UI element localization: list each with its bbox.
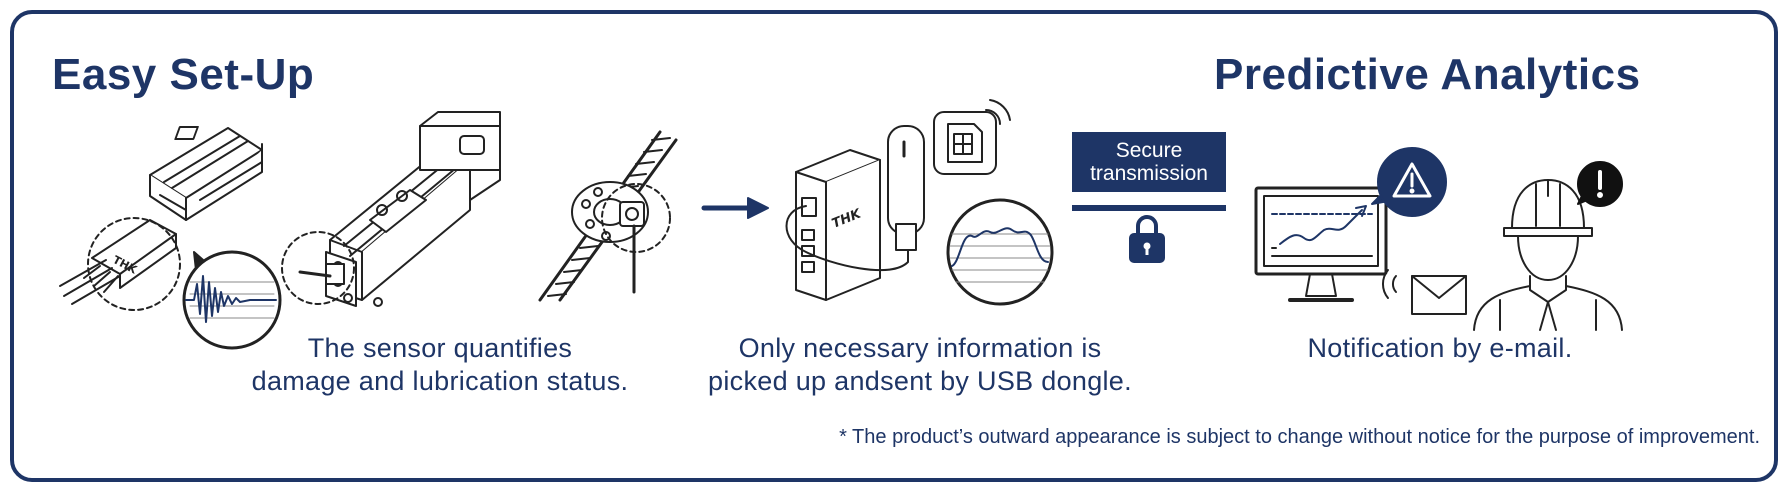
lock-icon <box>1129 215 1165 263</box>
usb-caption: Only necessary information is picked up … <box>690 332 1150 398</box>
secure-line1: Secure <box>1115 139 1183 162</box>
exclamation-icon <box>1577 161 1623 207</box>
arrow-right-icon <box>701 197 769 219</box>
sensor-caption: The sensor quantifies damage and lubrica… <box>210 332 670 398</box>
engineer-icon <box>1473 179 1623 331</box>
secure-line2: transmission <box>1090 162 1208 185</box>
warning-icon <box>1371 147 1447 217</box>
envelope-icon <box>1381 269 1467 315</box>
usb-dongle-icon <box>887 125 925 251</box>
linear-guide-icon: THK <box>59 126 263 311</box>
transmission-line <box>1072 205 1226 211</box>
signal-graph-icon <box>946 198 1054 306</box>
email-caption: Notification by e-mail. <box>1307 333 1573 363</box>
controller-box-icon: THK <box>785 149 909 301</box>
predictive-analytics-heading: Predictive Analytics <box>1214 50 1641 99</box>
wireless-signal-icon <box>985 99 1011 125</box>
actuator-icon <box>281 111 501 307</box>
secure-transmission-label: Secure transmission <box>1072 132 1226 192</box>
sim-card-icon <box>933 111 997 175</box>
monitor-chart-icon <box>1254 186 1388 302</box>
vibration-waveform-icon <box>182 250 282 350</box>
sensor-caption-line2: damage and lubrication status. <box>251 366 629 396</box>
ball-screw-icon <box>538 130 678 302</box>
usb-caption-line1: Only necessary information is <box>738 333 1102 363</box>
usb-caption-line2: picked up andsent by USB dongle. <box>708 366 1132 396</box>
sensor-caption-line1: The sensor quantifies <box>307 333 573 363</box>
footnote: * The product’s outward appearance is su… <box>839 426 1760 448</box>
easy-setup-heading: Easy Set-Up <box>52 50 315 99</box>
diagram-frame <box>10 10 1778 482</box>
